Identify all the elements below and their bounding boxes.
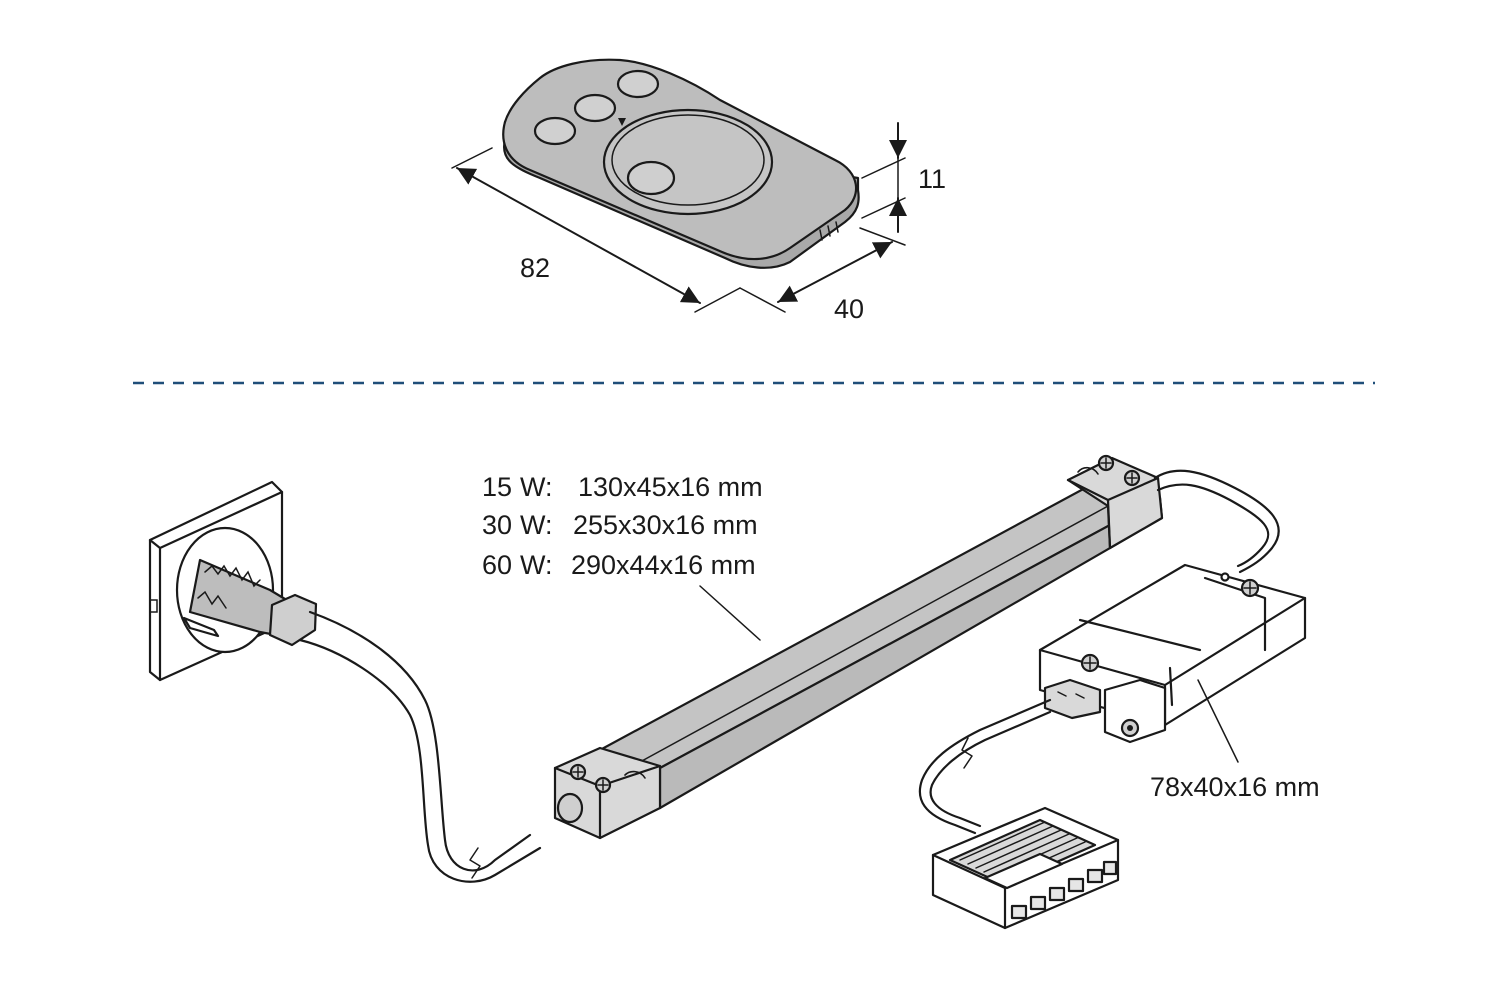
remote-height-label: 11 — [918, 164, 946, 194]
driver-spec-2-unit: W: — [520, 550, 553, 580]
driver-spec-1-power: 30 — [482, 510, 512, 540]
led-driver — [553, 454, 1164, 840]
remote-dimensions: 82 40 11 — [451, 122, 946, 324]
remote-dial-icon — [602, 108, 774, 216]
receiver-unit — [1038, 563, 1307, 744]
driver-leader-line — [699, 585, 761, 641]
driver-spec-1-size: 255x30x16 mm — [573, 510, 758, 540]
driver-spec-2-power: 60 — [482, 550, 512, 580]
remote-width-label: 40 — [834, 294, 864, 324]
remote-control — [502, 58, 860, 269]
driver-spec-table: 15 W: 130x45x16 mm 30 W: 255x30x16 mm 60… — [482, 472, 763, 580]
remote-button-3-icon — [533, 116, 577, 146]
mains-plug — [182, 558, 318, 647]
driver-spec-2-size: 290x44x16 mm — [571, 550, 756, 580]
driver-spec-0-power: 15 — [482, 472, 512, 502]
remote-dial-knob-icon — [626, 160, 676, 196]
driver-spec-0-size: 130x45x16 mm — [578, 472, 763, 502]
driver-to-receiver-cable — [1153, 469, 1280, 574]
driver-spec-1-unit: W: — [520, 510, 553, 540]
mains-cable — [298, 610, 542, 883]
driver-spec-0-unit: W: — [520, 472, 553, 502]
remote-button-2-icon — [573, 93, 617, 123]
distributor-block — [931, 806, 1120, 930]
remote-length-label: 82 — [520, 253, 550, 283]
receiver-leader-line — [1197, 679, 1239, 763]
receiver-to-distributor-cable — [918, 698, 1052, 835]
receiver-size-label: 78x40x16 mm — [1150, 772, 1320, 802]
remote-button-1-icon — [616, 69, 660, 99]
distributor-ports — [1010, 860, 1118, 920]
